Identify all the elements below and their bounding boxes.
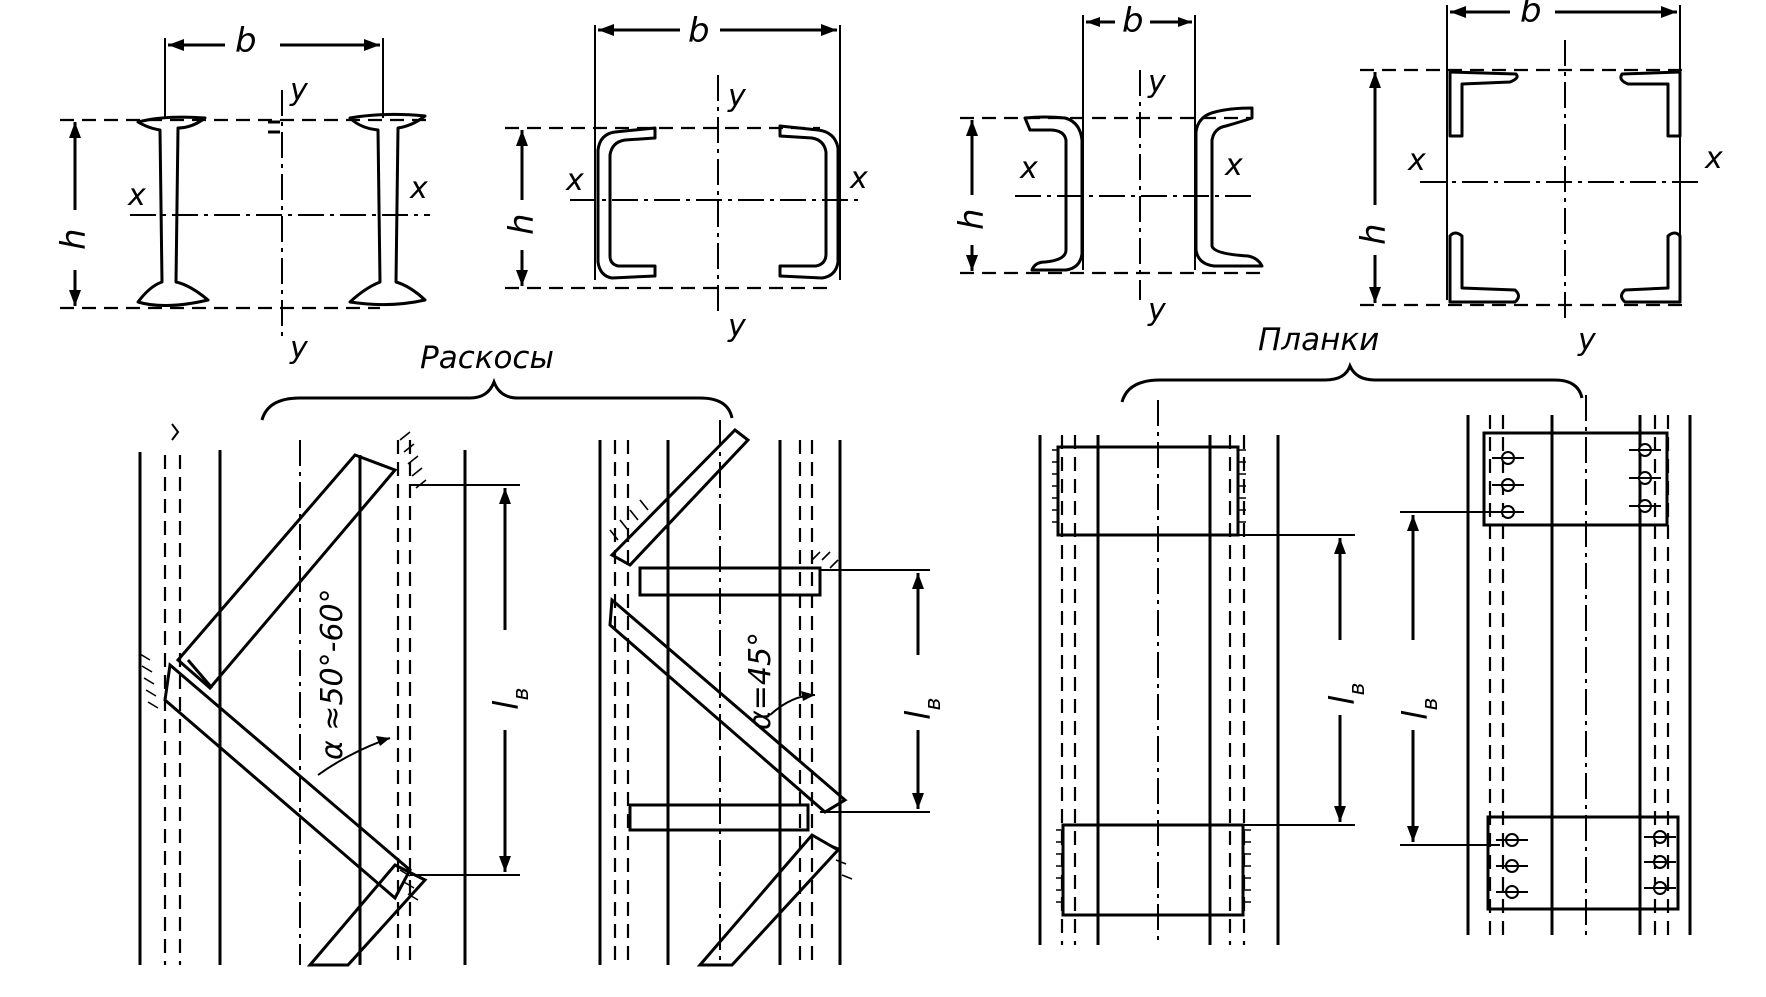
lb-sub-1: в bbox=[509, 688, 534, 701]
battens-title: Планки bbox=[1258, 322, 1379, 358]
axis-x-label-2b: x bbox=[849, 161, 868, 196]
lb-letter-3: l bbox=[1323, 695, 1363, 705]
axis-y-label-3b: y bbox=[1147, 293, 1167, 328]
dim-b-label-2: b bbox=[688, 11, 710, 51]
elevation-braces-1: lв α ≈50°-60° bbox=[138, 423, 534, 967]
dim-h-label-1: h bbox=[54, 228, 94, 250]
angle-label-1: α ≈50°-60° bbox=[315, 588, 350, 760]
axis-y-label-1b: y bbox=[289, 331, 309, 366]
braces-heading: Раскосы bbox=[260, 340, 734, 421]
axis-x-label-3a: x bbox=[1019, 151, 1038, 186]
axis-x-label-1a: x bbox=[127, 178, 146, 213]
section-i-beams: b h x x y y bbox=[54, 21, 430, 366]
battens-heading: Планки bbox=[1120, 322, 1584, 403]
lb-letter-2: l bbox=[899, 710, 939, 720]
section-channels-in: b h x x y y bbox=[952, 1, 1264, 328]
lb-label-2: lв bbox=[899, 698, 946, 720]
lb-label-3: lв bbox=[1323, 683, 1370, 705]
axis-x-label-4a: x bbox=[1407, 143, 1426, 178]
axis-x-label-1b: x bbox=[409, 171, 428, 206]
dim-h-label-2: h bbox=[502, 213, 542, 235]
section-channels-out: b h x x y y bbox=[502, 11, 868, 344]
dim-b-label-3: b bbox=[1122, 1, 1144, 41]
lb-sub-3: в bbox=[1345, 683, 1370, 696]
section-four-angles: b h x x y bbox=[1354, 0, 1723, 358]
axis-y-label-2b: y bbox=[727, 309, 747, 344]
lb-sub-4: в bbox=[1418, 698, 1443, 711]
dim-b-label-4: b bbox=[1520, 0, 1542, 31]
axis-y-label-1a: y bbox=[289, 73, 309, 108]
axis-y-label-3a: y bbox=[1147, 65, 1167, 100]
lb-letter-1: l bbox=[487, 700, 527, 710]
elevation-battens-riveted: lв bbox=[1396, 395, 1692, 935]
braces-title: Раскосы bbox=[420, 340, 554, 376]
lb-label-1: lв bbox=[487, 688, 534, 710]
elevation-braces-2: lв α=45° bbox=[598, 420, 946, 967]
dim-h-label-4: h bbox=[1354, 223, 1394, 245]
lb-sub-2: в bbox=[921, 698, 946, 711]
dim-h-label-3: h bbox=[952, 208, 992, 230]
axis-x-label-3b: x bbox=[1224, 148, 1243, 183]
axis-x-label-2a: x bbox=[565, 163, 584, 198]
dim-b-label-1: b bbox=[235, 21, 257, 61]
axis-y-label-2a: y bbox=[727, 79, 747, 114]
angle-label-2: α=45° bbox=[743, 632, 778, 730]
axis-x-label-4b: x bbox=[1704, 141, 1723, 176]
lb-label-4: lв bbox=[1396, 698, 1443, 720]
axis-y-label-4: y bbox=[1577, 323, 1597, 358]
elevation-battens-welded: lв bbox=[1038, 400, 1370, 945]
lb-letter-4: l bbox=[1396, 710, 1436, 720]
